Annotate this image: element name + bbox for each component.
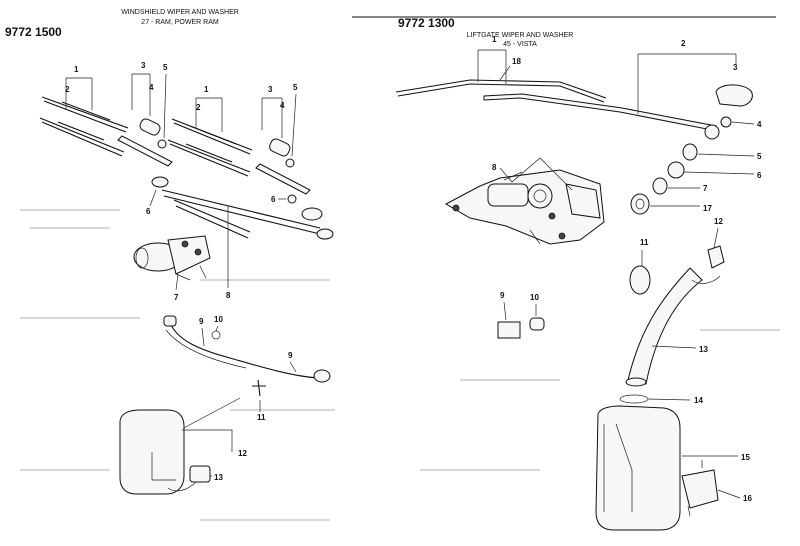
- right-callout-8: 8: [492, 163, 497, 172]
- right-callout-15: 15: [741, 453, 750, 462]
- left-callout-5b: 5: [293, 83, 298, 92]
- left-title-line2: 27 - RAM, POWER RAM: [141, 19, 219, 26]
- left-callout-9a: 9: [199, 317, 204, 326]
- right-callout-1: 1: [492, 35, 497, 44]
- left-callout-9b: 9: [288, 351, 293, 360]
- right-callout-3: 3: [733, 63, 738, 72]
- left-callout-1a: 1: [74, 65, 79, 74]
- left-callout-12: 12: [238, 449, 247, 458]
- left-callout-8: 8: [226, 291, 231, 300]
- right-callout-4: 4: [757, 120, 762, 129]
- right-title-line2: 45 - VISTA: [503, 41, 537, 48]
- left-callout-7: 7: [174, 293, 179, 302]
- right-title-line1: LIFTGATE WIPER AND WASHER: [467, 32, 574, 39]
- left-callout-4a: 4: [149, 83, 154, 92]
- right-wiper-motor: [444, 169, 605, 245]
- right-callout-13: 13: [699, 345, 708, 354]
- left-callout-1b: 1: [204, 85, 209, 94]
- left-wiper-motor: [133, 235, 211, 281]
- right-callout-18: 18: [512, 57, 521, 66]
- left-title-line1: WINDSHIELD WIPER AND WASHER: [121, 9, 239, 16]
- left-callout-2a: 2: [65, 85, 70, 94]
- left-callout-2b: 2: [196, 103, 201, 112]
- left-callout-6a: 6: [146, 207, 151, 216]
- right-wiper-blade-and-arm: [395, 79, 753, 140]
- left-wiper-blade-assembly-a: [39, 96, 173, 167]
- right-callout-5: 5: [757, 152, 762, 161]
- right-callout-2: 2: [681, 39, 686, 48]
- left-callout-4b: 4: [280, 101, 285, 110]
- right-callout-16: 16: [743, 494, 752, 503]
- right-callout-10: 10: [530, 293, 539, 302]
- left-callout-10: 10: [214, 315, 223, 324]
- right-callout-14: 14: [694, 396, 703, 405]
- left-callout-5a: 5: [163, 63, 168, 72]
- left-callout-6b: 6: [271, 195, 276, 204]
- right-callout-17: 17: [703, 204, 712, 213]
- right-callout-7: 7: [703, 184, 708, 193]
- left-callout-11: 11: [257, 413, 266, 422]
- background-bleed-lines: [20, 208, 780, 522]
- right-callouts: 1 18 2 3 4 5 6 7 17 8 12 11 9 10 13 14 1…: [477, 35, 762, 503]
- right-washer-system: [497, 245, 725, 531]
- left-part-code: 9772 1500: [5, 25, 62, 39]
- left-callout-13: 13: [214, 473, 223, 482]
- right-callout-11: 11: [640, 238, 649, 247]
- right-callout-6: 6: [757, 171, 762, 180]
- left-wiper-blade-assembly-b: [167, 118, 311, 195]
- left-callout-3b: 3: [268, 85, 273, 94]
- right-callout-9: 9: [500, 291, 505, 300]
- right-grommet-stack: [630, 143, 698, 215]
- left-washer-system: [119, 315, 331, 495]
- left-callout-3a: 3: [141, 61, 146, 70]
- left-callouts: 1 2 3 4 5 1 2 3 4 5 6 6 7 8 9 10 9 11 12…: [65, 61, 298, 482]
- left-wiper-linkage: [151, 176, 334, 240]
- right-part-code: 9772 1300: [398, 16, 455, 30]
- right-callout-12: 12: [714, 217, 723, 226]
